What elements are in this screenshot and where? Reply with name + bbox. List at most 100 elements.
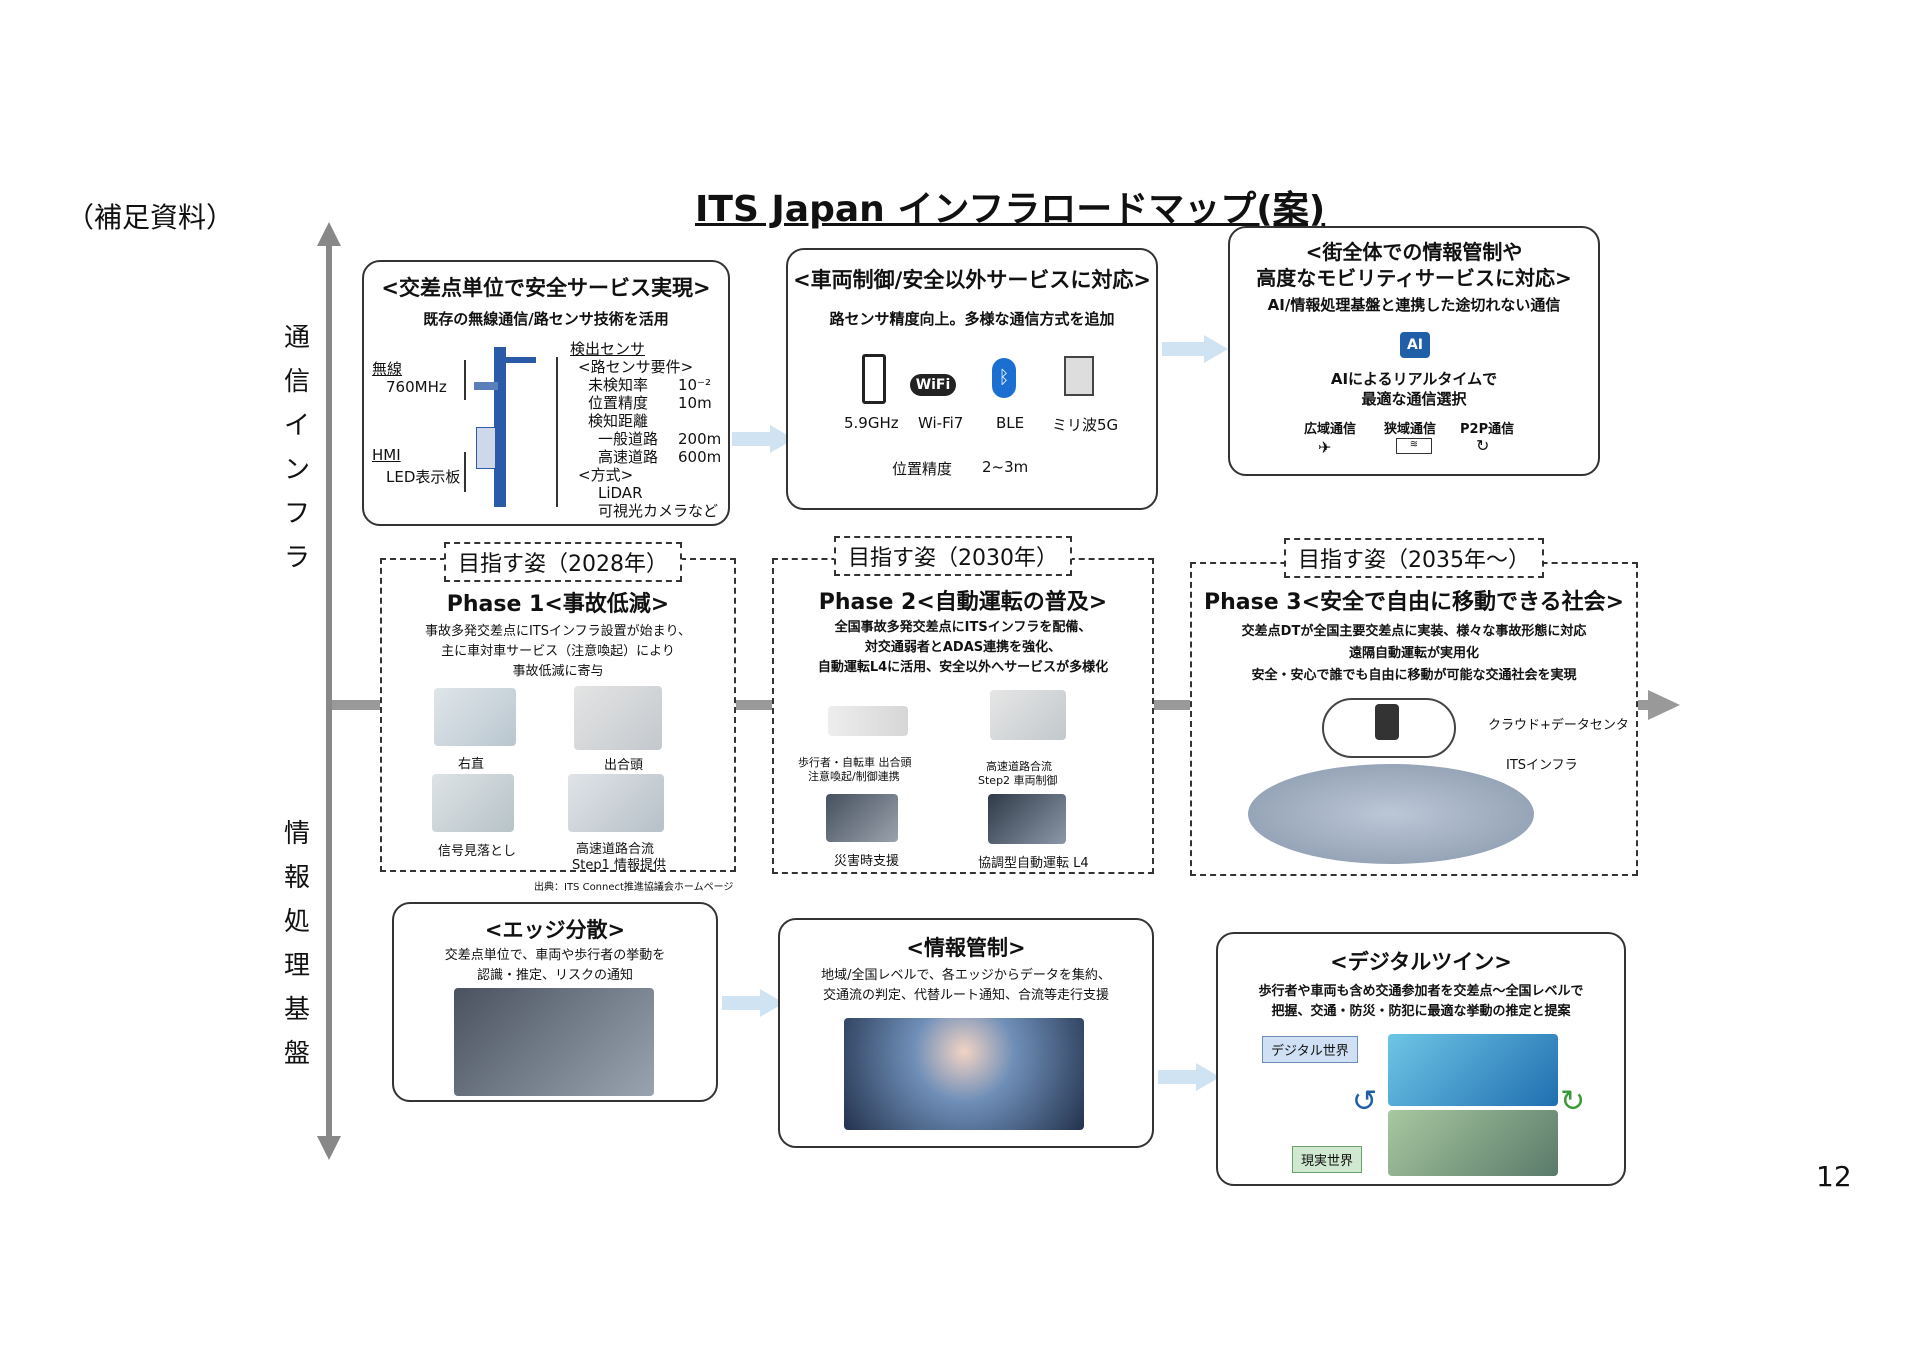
scenario-merge-image [568, 774, 664, 832]
caption-crossing: 出合頭 [604, 758, 644, 773]
comm-mmwave: ミリ波5G [1052, 416, 1119, 434]
control-title: <情報管制> [906, 936, 1026, 960]
infra-box-city-title-2: 高度なモビリティサービスに対応> [1256, 266, 1572, 290]
hmi-label: HMI [372, 446, 401, 464]
antenna-icon [474, 382, 498, 390]
ai-text-1: AIによるリアルタイムで [1330, 370, 1498, 388]
phase3-title: Phase 3<安全で自由に移動できる社会> [1203, 590, 1625, 615]
infra-box-vehicle-control: <車両制御/安全以外サービスに対応> 路センサ精度向上。多様な通信方式を追加 W… [786, 248, 1158, 510]
flow-arrow [1158, 1070, 1198, 1084]
sensor-head: 検出センサ [570, 340, 646, 358]
scenario-disaster-image [826, 794, 898, 842]
phase2-title: Phase 2<自動運転の普及> [818, 590, 1108, 615]
accuracy-label: 位置精度 [892, 460, 953, 478]
phase2-desc1: 全国事故多発交差点にITSインフラを配備、 [834, 620, 1092, 635]
dt-desc2: 把握、交通・防災・防犯に最適な挙動の推定と提案 [1271, 1004, 1571, 1019]
mode-p2p: P2P通信 [1460, 422, 1515, 437]
platform-box-control: <情報管制> 地域/全国レベルで、各エッジからデータを集約、 交通流の判定、代替… [778, 918, 1154, 1148]
phase2-desc3: 自動運転L4に活用、安全以外へサービスが多様化 [817, 660, 1109, 675]
phase2-desc2: 対交通弱者とADAS連携を強化、 [864, 640, 1062, 655]
axis-label-info-platform: 情報処 理基盤 [283, 819, 310, 1069]
vertical-axis [326, 240, 332, 1140]
phase1-desc1: 事故多発交差点にITSインフラ設置が始まり、 [424, 624, 692, 639]
phase1-title: Phase 1<事故低減> [446, 592, 670, 617]
edge-desc1: 交差点単位で、車両や歩行者の挙動を [444, 948, 666, 963]
scenario-signal-image [432, 774, 514, 832]
dsrc-device-icon [862, 354, 886, 404]
scenario-pedestrian-image [828, 706, 908, 736]
axis-down-arrow [317, 1136, 341, 1160]
caption-step1: Step1 情報提供 [572, 858, 667, 873]
wifi-icon: WiFi [910, 374, 956, 396]
axis-label-comm-infra: 通信イ ンフラ [283, 323, 310, 573]
infra-box-city-title-1: <街全体での情報管制や [1305, 240, 1523, 264]
scenario-highway-image [990, 690, 1066, 740]
phase3-desc2: 遠隔自動運転が実用化 [1348, 646, 1479, 661]
mmwave-device-icon [1064, 356, 1094, 396]
phase3-desc3: 安全・安心で誰でも自由に移動が可能な交通社会を実現 [1251, 668, 1577, 683]
infra-box-vehicle-title: <車両制御/安全以外サービスに対応> [793, 268, 1151, 292]
phase1-desc3: 事故低減に寄与 [512, 664, 604, 679]
caption-step2: Step2 車両制御 [978, 774, 1058, 787]
infra-box-intersection-subtitle: 既存の無線通信/路センサ技術を活用 [423, 310, 669, 328]
control-desc1: 地域/全国レベルで、各エッジからデータを集約、 [821, 968, 1111, 983]
caption-disaster: 災害時支援 [834, 854, 900, 869]
sync-arrow-right-icon: ↻ [1560, 1084, 1586, 1119]
database-icon [1375, 704, 1399, 740]
platform-box-edge: <エッジ分散> 交差点単位で、車両や歩行者の挙動を 認識・推定、リスクの通知 [392, 902, 718, 1102]
platform-box-digital-twin: <デジタルツイン> 歩行者や車両も含め交通参加者を交差点～全国レベルで 把握、交… [1216, 932, 1626, 1186]
hmi-desc: LED表示板 [386, 468, 461, 486]
phase3-desc1: 交差点DTが全国主要交差点に実装、様々な事故形態に対応 [1241, 624, 1587, 639]
infra-box-intersection-title: <交差点単位で安全サービス実現> [381, 276, 711, 300]
timeline-arrow [1648, 690, 1680, 720]
bracket-line [556, 357, 558, 507]
city-image [1248, 764, 1534, 864]
phase1-tag: 目指す姿（2028年） [444, 542, 682, 582]
pole-arm [506, 357, 536, 363]
comm-5.9ghz: 5.9GHz [844, 414, 899, 432]
infra-box-vehicle-subtitle: 路センサ精度向上。多様な通信方式を追加 [829, 310, 1115, 328]
scenario-l4-image [988, 794, 1066, 844]
scenario-right-turn-image [434, 688, 516, 746]
control-desc2: 交通流の判定、代替ルート通知、合流等走行支援 [822, 988, 1109, 1003]
phase2-tag: 目指す姿（2030年） [834, 536, 1072, 576]
bracket-line [464, 452, 466, 492]
axis-up-arrow [317, 222, 341, 246]
wireless-label: 無線 [372, 360, 403, 378]
caption-highway: 高速道路合流 [986, 760, 1052, 773]
caption-right-turn: 右直 [458, 757, 485, 772]
led-board-icon [476, 427, 496, 469]
mode-short-range: 狭域通信 [1384, 422, 1437, 437]
satellite-icon: ✈ [1318, 438, 1332, 457]
infra-box-city-subtitle: AI/情報処理基盤と連携した途切れない通信 [1267, 296, 1561, 314]
edge-desc2: 認識・推定、リスクの通知 [476, 968, 633, 983]
scenario-crossing-image [574, 686, 662, 750]
infra-box-intersection: <交差点単位で安全サービス実現> 既存の無線通信/路センサ技術を活用 無線 76… [362, 260, 730, 526]
wireless-freq: 760MHz [386, 378, 447, 396]
phase1-source: 出典：ITS Connect推進協議会ホームページ [534, 882, 734, 893]
digital-city-image [1388, 1034, 1558, 1106]
caption-coop-l4: 協調型自動運転 L4 [978, 856, 1089, 871]
comm-ble: BLE [996, 414, 1025, 432]
ai-text-2: 最適な通信選択 [1361, 390, 1467, 408]
flow-arrow [722, 996, 762, 1010]
bluetooth-icon: ᛒ [992, 358, 1016, 398]
sync-arrow-left-icon: ↺ [1352, 1084, 1378, 1119]
phase1-panel: Phase 1<事故低減> 事故多発交差点にITSインフラ設置が始まり、 主に車… [380, 558, 736, 873]
caption-pedestrian: 歩行者・自転車 出合頭 [798, 756, 912, 769]
real-world-label: 現実世界 [1292, 1146, 1363, 1173]
dt-desc1: 歩行者や車両も含め交通参加者を交差点～全国レベルで [1258, 984, 1584, 999]
caption-merge: 高速道路合流 [576, 842, 655, 857]
p2p-icon: ↻ [1476, 436, 1490, 455]
page-title: ITS Japan インフラロードマップ(案) [695, 189, 1326, 230]
mode-wide-area: 広域通信 [1304, 422, 1357, 437]
real-city-image [1388, 1110, 1558, 1176]
caption-warning: 注意喚起/制御連携 [808, 770, 900, 783]
flow-arrow [1162, 342, 1206, 356]
infra-box-city: <街全体での情報管制や 高度なモビリティサービスに対応> AI/情報処理基盤と連… [1228, 226, 1600, 476]
caption-cloud: クラウド+データセンタ [1488, 718, 1629, 733]
intersection-aerial-image [454, 988, 654, 1096]
phase3-tag: 目指す姿（2035年～） [1284, 538, 1544, 578]
comm-wifi7: Wi-Fi7 [918, 414, 964, 432]
